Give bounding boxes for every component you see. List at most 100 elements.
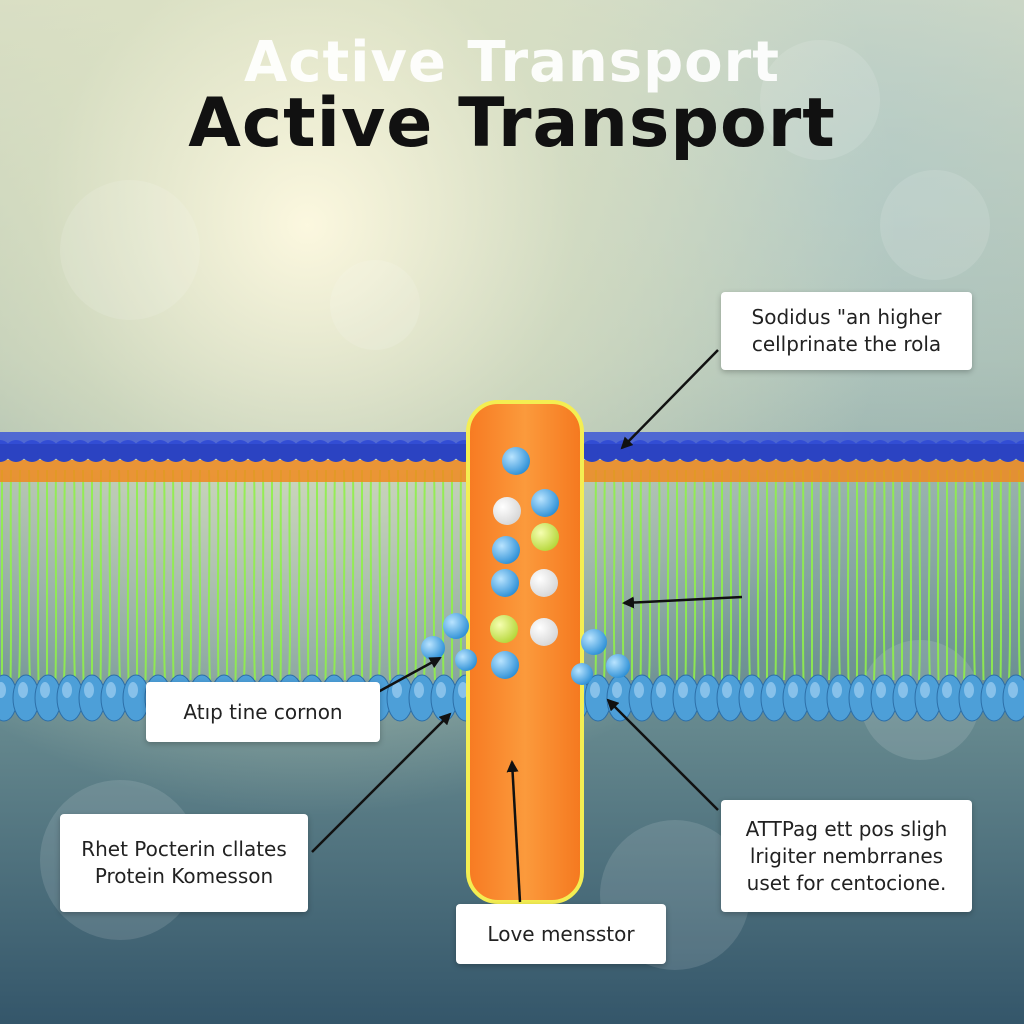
lipid-tail <box>144 469 148 681</box>
lower-phosphate-head-highlight <box>700 682 710 698</box>
lipid-tail <box>774 469 778 681</box>
lower-phosphate-head-highlight <box>722 682 732 698</box>
lipid-tail <box>252 469 256 681</box>
lipid-tail <box>927 469 931 681</box>
transport-protein-channel <box>466 400 584 904</box>
ion-white <box>493 497 521 525</box>
bokeh-circle <box>330 260 420 350</box>
callout-line: Protein Komesson <box>94 864 274 888</box>
ion-blue <box>531 489 559 517</box>
lipid-tail <box>963 469 967 681</box>
lower-phosphate-head-highlight <box>942 682 952 698</box>
lower-phosphate-head-highlight <box>84 682 94 698</box>
phosphate-head <box>245 440 267 462</box>
ion-blue <box>421 636 445 660</box>
lower-phosphate-head-highlight <box>612 682 622 698</box>
lower-phosphate-head-highlight <box>964 682 974 698</box>
lipid-tail <box>27 469 31 681</box>
bokeh-circle <box>760 40 880 160</box>
callout-line: lrigiter nembrranes <box>749 843 944 868</box>
phosphate-head <box>293 440 315 462</box>
callout-bottom-right: ATTPag ett pos sligh lrigiter nembrranes… <box>721 800 972 912</box>
phosphate-head <box>229 440 251 462</box>
lipid-tail <box>612 469 616 681</box>
lipid-tail <box>639 469 643 681</box>
lipid-tail <box>846 469 850 681</box>
lower-phosphate-head <box>1002 674 1024 722</box>
phosphate-head <box>421 440 443 462</box>
lipid-tail <box>369 469 373 681</box>
callout-line: ATTPag ett pos sligh <box>745 816 948 841</box>
lipid-tail <box>378 469 382 681</box>
lipid-tail <box>414 469 418 681</box>
bokeh-circle <box>60 180 200 320</box>
phosphate-head <box>885 440 907 462</box>
phosphate-head <box>965 440 987 462</box>
callout-left-mid: Atıp tine cornon <box>146 682 380 742</box>
lower-phosphate-head-highlight <box>832 682 842 698</box>
lipid-tail <box>198 469 202 681</box>
phosphate-head <box>789 440 811 462</box>
callout-top-right: Sodidus "an higher cellprinate the rola <box>721 292 972 370</box>
phosphate-head <box>757 440 779 462</box>
lipid-tail <box>261 469 265 681</box>
ion-white <box>530 569 558 597</box>
phosphate-head <box>389 440 411 462</box>
lipid-tail <box>666 469 670 681</box>
lipid-tail <box>351 469 355 681</box>
lipid-tail <box>603 469 607 681</box>
lipid-tail <box>126 469 130 681</box>
callout-arrows <box>311 349 743 903</box>
phosphate-head <box>181 440 203 462</box>
lipid-tail <box>1008 469 1012 681</box>
lipid-tail <box>936 469 940 681</box>
lipid-tail <box>1017 469 1021 681</box>
lipid-tail <box>783 469 787 681</box>
lipid-tail <box>873 469 877 681</box>
lipid-tail <box>864 469 868 681</box>
ion-yellow <box>490 615 518 643</box>
lower-phosphate-head-highlight <box>634 682 644 698</box>
lipid-tail <box>621 469 625 681</box>
phosphate-head <box>837 440 859 462</box>
phosphate-head <box>21 440 43 462</box>
phosphate-head <box>709 440 731 462</box>
lower-phosphate-head-highlight <box>1008 682 1018 698</box>
lipid-tail <box>333 469 337 681</box>
lower-phosphate-head-highlight <box>986 682 996 698</box>
lipid-tail <box>702 469 706 681</box>
phosphate-head <box>325 440 347 462</box>
lipid-tail <box>234 469 238 681</box>
phosphate-head <box>5 440 27 462</box>
lipid-tail <box>54 469 58 681</box>
callout-line: uset for centocione. <box>746 870 947 895</box>
lipid-tail <box>396 469 400 681</box>
callout-bottom-center: Love mensstor <box>456 904 666 964</box>
phosphate-head <box>213 440 235 462</box>
phosphate-head <box>741 440 763 462</box>
phosphate-head <box>629 440 651 462</box>
lipid-tail <box>117 469 121 681</box>
phosphate-head <box>725 440 747 462</box>
arrow-icon <box>620 349 719 450</box>
lipid-tail <box>99 469 103 681</box>
lipid-tail <box>747 469 751 681</box>
callout-line: cellprinate the rola <box>751 332 942 356</box>
phosphate-head <box>997 440 1019 462</box>
ion-blue <box>492 536 520 564</box>
phosphate-head <box>357 440 379 462</box>
lipid-tail <box>459 469 463 681</box>
phosphate-head <box>37 440 59 462</box>
phosphate-head <box>805 440 827 462</box>
arrow-icon <box>622 595 743 609</box>
phosphate-head <box>117 440 139 462</box>
phosphate-head <box>69 440 91 462</box>
lipid-tail <box>891 469 895 681</box>
page-title: Active Transport <box>188 84 836 163</box>
phosphate-head <box>261 440 283 462</box>
phosphate-head <box>101 440 123 462</box>
lipid-tail <box>324 469 328 681</box>
lipid-tail <box>216 469 220 681</box>
phosphate-head <box>53 440 75 462</box>
lower-phosphate-head-highlight <box>0 682 6 698</box>
